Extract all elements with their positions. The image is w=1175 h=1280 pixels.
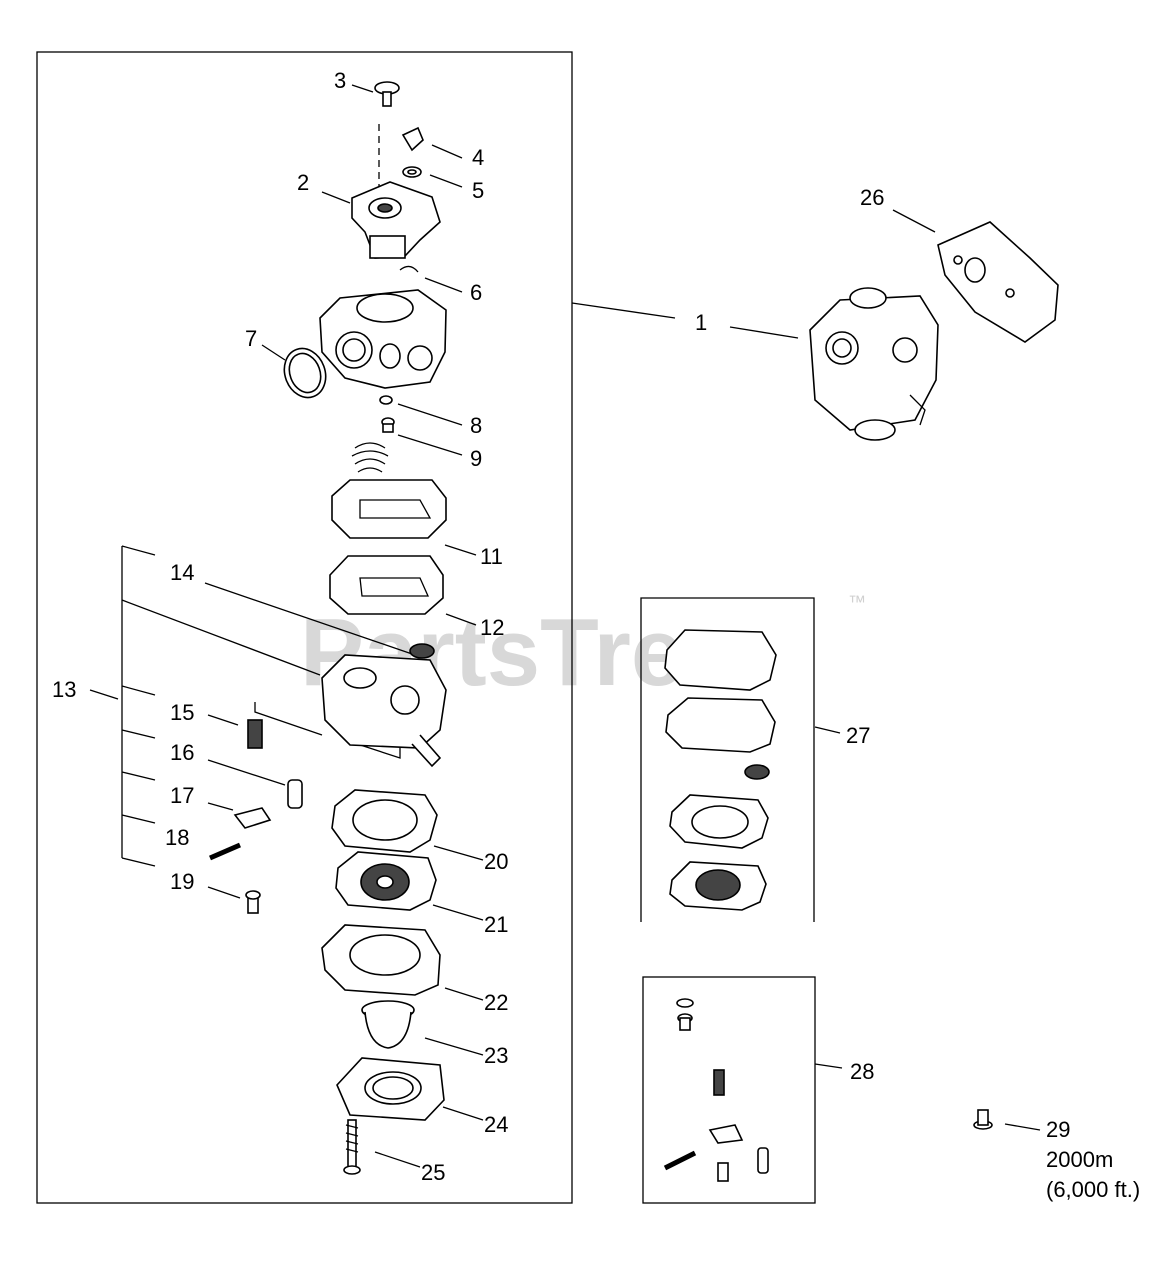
part-26-gasket	[937, 221, 1059, 343]
part-20-gasket	[331, 789, 438, 853]
part-12-diaphragm	[329, 555, 444, 615]
part-9-plug	[381, 417, 395, 433]
callout-24: 24	[484, 1112, 508, 1137]
note-29-altitude: 2000m	[1046, 1147, 1113, 1172]
watermark-trademark: ™	[848, 592, 866, 612]
callout-15: 15	[170, 700, 194, 725]
main-assembly-frame	[36, 51, 573, 1204]
part-16-needle	[287, 779, 303, 809]
part-29-jet	[973, 1109, 993, 1130]
leader-lines	[89, 84, 1041, 1168]
part-2-pump-cover	[351, 181, 441, 259]
callout-7: 7	[245, 326, 257, 351]
callout-29: 29	[1046, 1117, 1070, 1142]
part-22-pump-body	[321, 924, 441, 996]
callout-8: 8	[470, 413, 482, 438]
part-23-primer-bulb	[361, 1000, 415, 1049]
kit-28-parts	[663, 998, 769, 1182]
callout-3: 3	[334, 68, 346, 93]
part-4-needle	[401, 126, 424, 152]
part-21-diaphragm	[335, 851, 437, 911]
callout-26: 26	[860, 185, 884, 210]
part-25-screw	[343, 1119, 361, 1175]
callout-13: 13	[52, 677, 76, 702]
part-3-screw	[374, 81, 400, 107]
part-11-gasket	[331, 479, 447, 539]
callout-23: 23	[484, 1043, 508, 1068]
callout-labels: 3 4 5 2 6 7 8 9 1 26 11 12 14 13 15 16 1…	[52, 68, 1140, 1202]
callout-11: 11	[480, 544, 503, 569]
callout-6: 6	[470, 280, 482, 305]
callout-2: 2	[297, 170, 309, 195]
callout-4: 4	[472, 145, 484, 170]
part-spring	[351, 442, 389, 473]
callout-21: 21	[484, 912, 508, 937]
part-15-spring	[247, 719, 263, 749]
callout-9: 9	[470, 446, 482, 471]
callout-5: 5	[472, 178, 484, 203]
callout-17: 17	[170, 783, 194, 808]
part-main-carb-body	[319, 289, 447, 389]
callout-19: 19	[170, 869, 194, 894]
callout-14: 14	[170, 560, 194, 585]
part-6-clip	[399, 265, 419, 273]
part-18-pin	[209, 842, 241, 861]
callout-1: 1	[695, 310, 707, 335]
part-7-gasket-ring	[283, 347, 327, 399]
part-24-cover-plate	[336, 1057, 445, 1121]
group-13-bracket	[121, 545, 321, 867]
part-8-washer	[379, 395, 393, 405]
callout-25: 25	[421, 1160, 445, 1185]
callout-16: 16	[170, 740, 194, 765]
callout-22: 22	[484, 990, 508, 1015]
note-29-feet: (6,000 ft.)	[1046, 1177, 1140, 1202]
part-metering-body	[321, 654, 447, 768]
part-17-lever	[233, 807, 272, 829]
callout-20: 20	[484, 849, 508, 874]
callout-28: 28	[850, 1059, 874, 1084]
part-1-assembled-carburetor	[809, 287, 939, 441]
kit-27-parts	[664, 629, 777, 911]
callout-27: 27	[846, 723, 870, 748]
kit-28-frame	[642, 976, 816, 1204]
callout-18: 18	[165, 825, 189, 850]
part-19-screw	[245, 890, 261, 914]
part-5-washer	[402, 166, 422, 178]
kit-27-frame	[640, 597, 815, 922]
part-14-screen	[409, 643, 435, 659]
callout-12: 12	[480, 615, 504, 640]
